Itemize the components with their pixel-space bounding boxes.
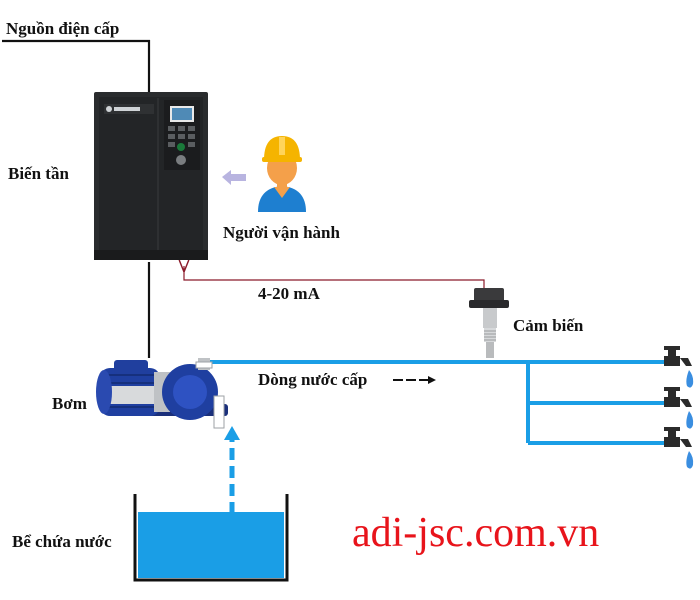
watermark-text: adi-jsc.com.vn bbox=[352, 510, 600, 556]
faucet-icon bbox=[664, 427, 694, 469]
operator-icon bbox=[258, 136, 306, 212]
pump-label: Bơm bbox=[52, 394, 87, 413]
faucet-icon bbox=[664, 387, 694, 429]
water-tank-icon bbox=[133, 494, 289, 582]
flow-label: Dòng nước cấp bbox=[258, 370, 368, 389]
inverter-label: Biến tần bbox=[8, 164, 69, 183]
suction-pipe bbox=[224, 426, 240, 514]
flow-arrow bbox=[393, 376, 436, 384]
operator-label: Người vận hành bbox=[223, 223, 340, 242]
power-supply-line bbox=[2, 39, 151, 92]
signal-line bbox=[184, 266, 485, 290]
inverter-device-icon bbox=[94, 92, 208, 260]
faucet-icon bbox=[664, 346, 694, 388]
operator-arrow-icon bbox=[222, 170, 246, 185]
signal-label: 4-20 mA bbox=[258, 284, 320, 303]
pressure-sensor-icon bbox=[469, 288, 509, 358]
sensor-label: Cảm biến bbox=[513, 316, 584, 335]
power-supply-label: Nguồn điện cấp bbox=[6, 19, 120, 38]
tank-label: Bể chứa nước bbox=[12, 532, 112, 551]
supply-pipe bbox=[202, 360, 666, 445]
water-pump-icon bbox=[96, 358, 228, 429]
